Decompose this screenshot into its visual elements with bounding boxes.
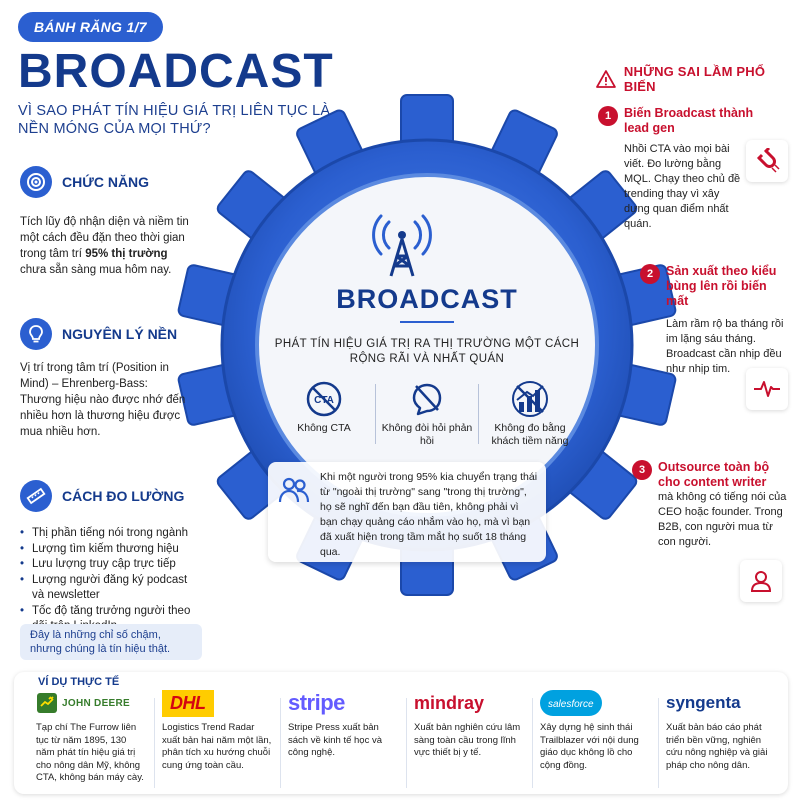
list-item: Lượng người đăng ký podcast và newslette… xyxy=(20,573,200,604)
section-text: Vị trí trong tâm trí (Position in Mind) … xyxy=(20,362,186,438)
target-icon xyxy=(20,166,52,198)
quote-box: Khi một người trong 95% kia chuyển trạng… xyxy=(268,462,546,562)
people-icon xyxy=(278,477,310,503)
no-items-row: CTA Không CTA Không đòi hỏi phản hồi Khô… xyxy=(276,380,578,448)
no-leads-chart-icon xyxy=(512,381,548,417)
mistake-text: mà không có tiếng nói của CEO hoặc found… xyxy=(658,491,787,548)
example-text: Stripe Press xuất bản sách về kinh tế họ… xyxy=(288,722,382,758)
example-syngenta: syngenta Xuất bản báo cáo phát triển bền… xyxy=(658,690,784,788)
gear-label-divider xyxy=(400,321,454,323)
section-title: NGUYÊN LÝ NỀN xyxy=(62,326,178,342)
example-dhl: DHL Logistics Trend Radar xuất bản hai n… xyxy=(154,689,280,788)
mistakes-header: NHỮNG SAI LẦM PHỔ BIẾN xyxy=(596,64,800,94)
examples-title: VÍ DỤ THỰC TẾ xyxy=(38,676,120,688)
ruler-icon xyxy=(20,480,52,512)
divider xyxy=(478,384,479,444)
list-item: Thị phần tiếng nói trong ngành xyxy=(20,526,200,542)
example-text: Xây dựng hệ sinh thái Trailblazer với nộ… xyxy=(540,722,639,771)
deer-icon xyxy=(37,693,57,713)
example-mindray: mindray Xuất bản nghiên cứu lâm sàng toà… xyxy=(406,690,532,788)
example-salesforce: salesforce Xây dựng hệ sinh thái Trailbl… xyxy=(532,690,658,788)
quote-text: Khi một người trong 95% kia chuyển trạng… xyxy=(320,471,538,558)
gear-tagline: PHÁT TÍN HIỆU GIÁ TRỊ RA THỊ TRƯỜNG MỘT … xyxy=(274,338,580,365)
example-text: Logistics Trend Radar xuất bản hai năm m… xyxy=(162,722,272,771)
no-item-feedback: Không đòi hỏi phản hồi xyxy=(379,380,475,448)
mistake-number: 3 xyxy=(632,460,652,480)
no-cta-icon: CTA xyxy=(306,381,342,417)
dhl-logo: DHL xyxy=(162,689,272,717)
broadcast-tower-icon xyxy=(372,214,432,277)
no-item-cta: CTA Không CTA xyxy=(276,380,372,448)
example-text: Xuất bản báo cáo phát triển bền vững, ng… xyxy=(666,722,768,771)
john-deere-logo: JOHN DEERE xyxy=(36,690,146,716)
section-function: CHỨC NĂNG Tích lũy độ nhận diện và niềm … xyxy=(20,166,190,278)
divider xyxy=(375,384,376,444)
mistake-title: Sản xuất theo kiểu bùng lên rồi biến mất xyxy=(666,264,777,308)
measure-list: Thị phần tiếng nói trong ngành Lượng tìm… xyxy=(20,526,200,635)
section-text: Tích lũy độ nhận diện và niềm tin một cá… xyxy=(20,216,189,276)
gear-badge: BÁNH RĂNG 1/7 xyxy=(18,12,163,42)
syngenta-logo: syngenta xyxy=(666,693,741,712)
examples-list: JOHN DEERE Tạp chí The Furrow liên tục t… xyxy=(28,689,784,788)
no-feedback-label: Không đòi hỏi phản hồi xyxy=(381,422,473,447)
mindray-logo: mindray xyxy=(414,692,485,713)
mistake-item: 3 Outsource toàn bộ cho content writer m… xyxy=(632,460,792,550)
section-principle: NGUYÊN LÝ NỀN Vị trí trong tâm trí (Posi… xyxy=(20,318,190,440)
mistake-title: Biến Broadcast thành lead gen xyxy=(624,106,754,135)
magnet-icon xyxy=(746,140,788,182)
measure-note: Đây là những chỉ số chậm, nhưng chúng là… xyxy=(20,624,202,660)
example-text: Tạp chí The Furrow liên tục từ năm 1895,… xyxy=(36,722,144,783)
example-text: Xuất bản nghiên cứu lâm sàng toàn cầu tr… xyxy=(414,722,521,758)
user-icon xyxy=(740,560,782,602)
mistake-number: 1 xyxy=(598,106,618,126)
mistake-item: 1 Biến Broadcast thành lead gen Nhồi CTA… xyxy=(598,106,788,232)
no-item-leads: Không đo bằng khách tiềm năng xyxy=(482,380,578,448)
section-title: CÁCH ĐO LƯỜNG xyxy=(62,488,185,504)
gear-label: BROADCAST xyxy=(336,284,518,314)
example-stripe: stripe Stripe Press xuất bản sách về kin… xyxy=(280,690,406,788)
lightbulb-icon xyxy=(20,318,52,350)
mistake-number: 2 xyxy=(640,264,660,284)
mistakes-title: NHỮNG SAI LẦM PHỔ BIẾN xyxy=(623,64,766,94)
examples-panel xyxy=(14,672,788,794)
warning-icon xyxy=(596,70,616,88)
gear-graphic xyxy=(177,94,677,596)
section-measure: CÁCH ĐO LƯỜNG Thị phần tiếng nói trong n… xyxy=(20,480,200,635)
heartbeat-icon xyxy=(746,368,788,410)
mistake-text: Làm rầm rộ ba tháng rồi im lặng sáu thán… xyxy=(666,318,784,375)
page-title: BROADCAST xyxy=(18,45,334,98)
mistake-item: 2 Sản xuất theo kiểu bùng lên rồi biến m… xyxy=(640,264,790,377)
stripe-logo: stripe xyxy=(288,690,345,715)
mistake-text: Nhồi CTA vào mọi bài viết. Đo lường bằng… xyxy=(624,143,741,230)
list-item: Lưu lượng truy cập trực tiếp xyxy=(20,557,200,573)
no-cta-label: Không CTA xyxy=(297,422,351,434)
mistake-title: Outsource toàn bộ cho content writer xyxy=(658,460,770,489)
page-subtitle: VÌ SAO PHÁT TÍN HIỆU GIÁ TRỊ LIÊN TỤC LÀ… xyxy=(18,103,331,137)
no-leads-label: Không đo bằng khách tiềm năng xyxy=(491,422,569,447)
list-item: Lượng tìm kiếm thương hiệu xyxy=(20,542,200,558)
salesforce-logo: salesforce xyxy=(540,690,650,716)
no-feedback-icon xyxy=(412,383,442,416)
section-title: CHỨC NĂNG xyxy=(62,174,150,190)
example-john-deere: JOHN DEERE Tạp chí The Furrow liên tục t… xyxy=(28,690,154,785)
